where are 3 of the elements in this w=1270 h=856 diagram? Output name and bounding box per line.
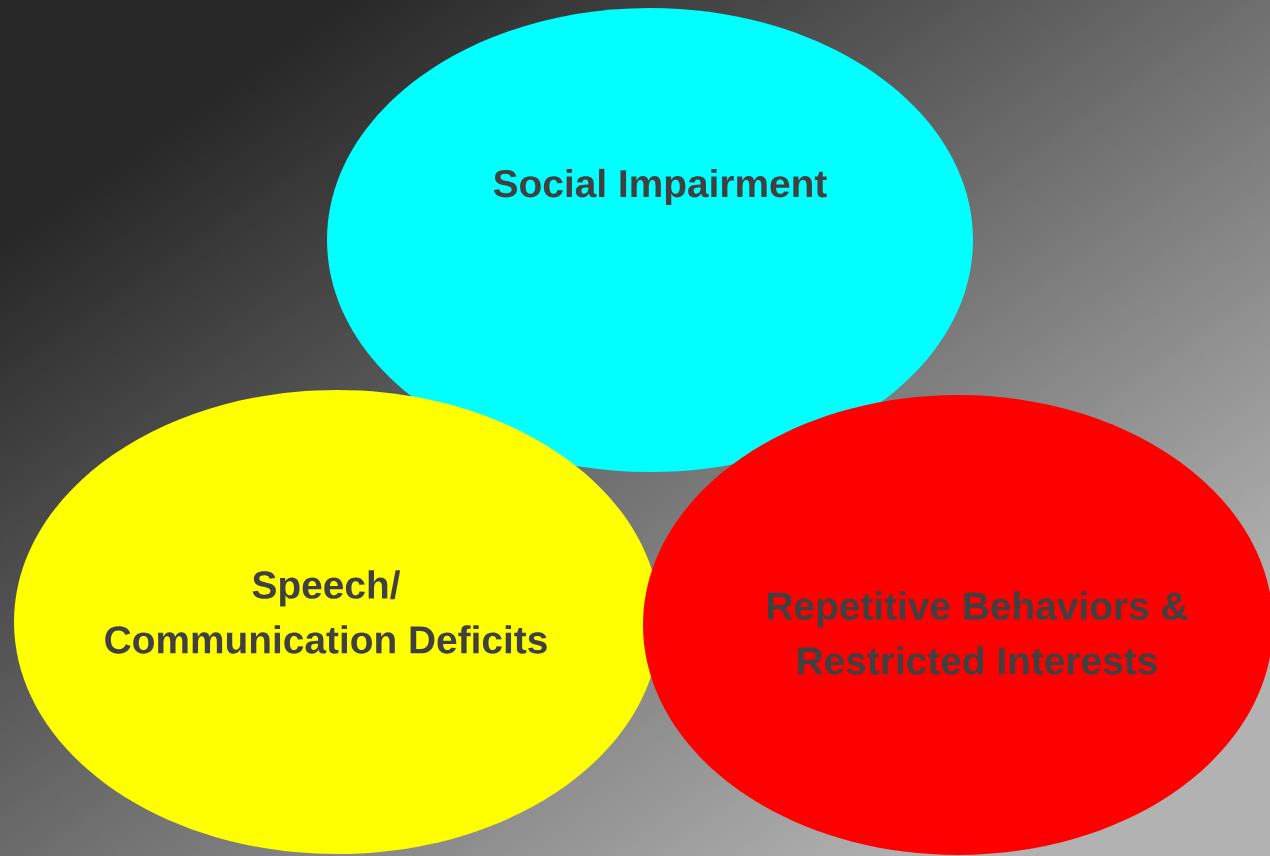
ellipse-label: Social Impairment	[493, 168, 827, 206]
ellipse-label: Speech/ Communication Deficits	[105, 570, 547, 654]
ellipse-label: Repetitive Behaviors & Restricted Interests	[768, 591, 1188, 675]
